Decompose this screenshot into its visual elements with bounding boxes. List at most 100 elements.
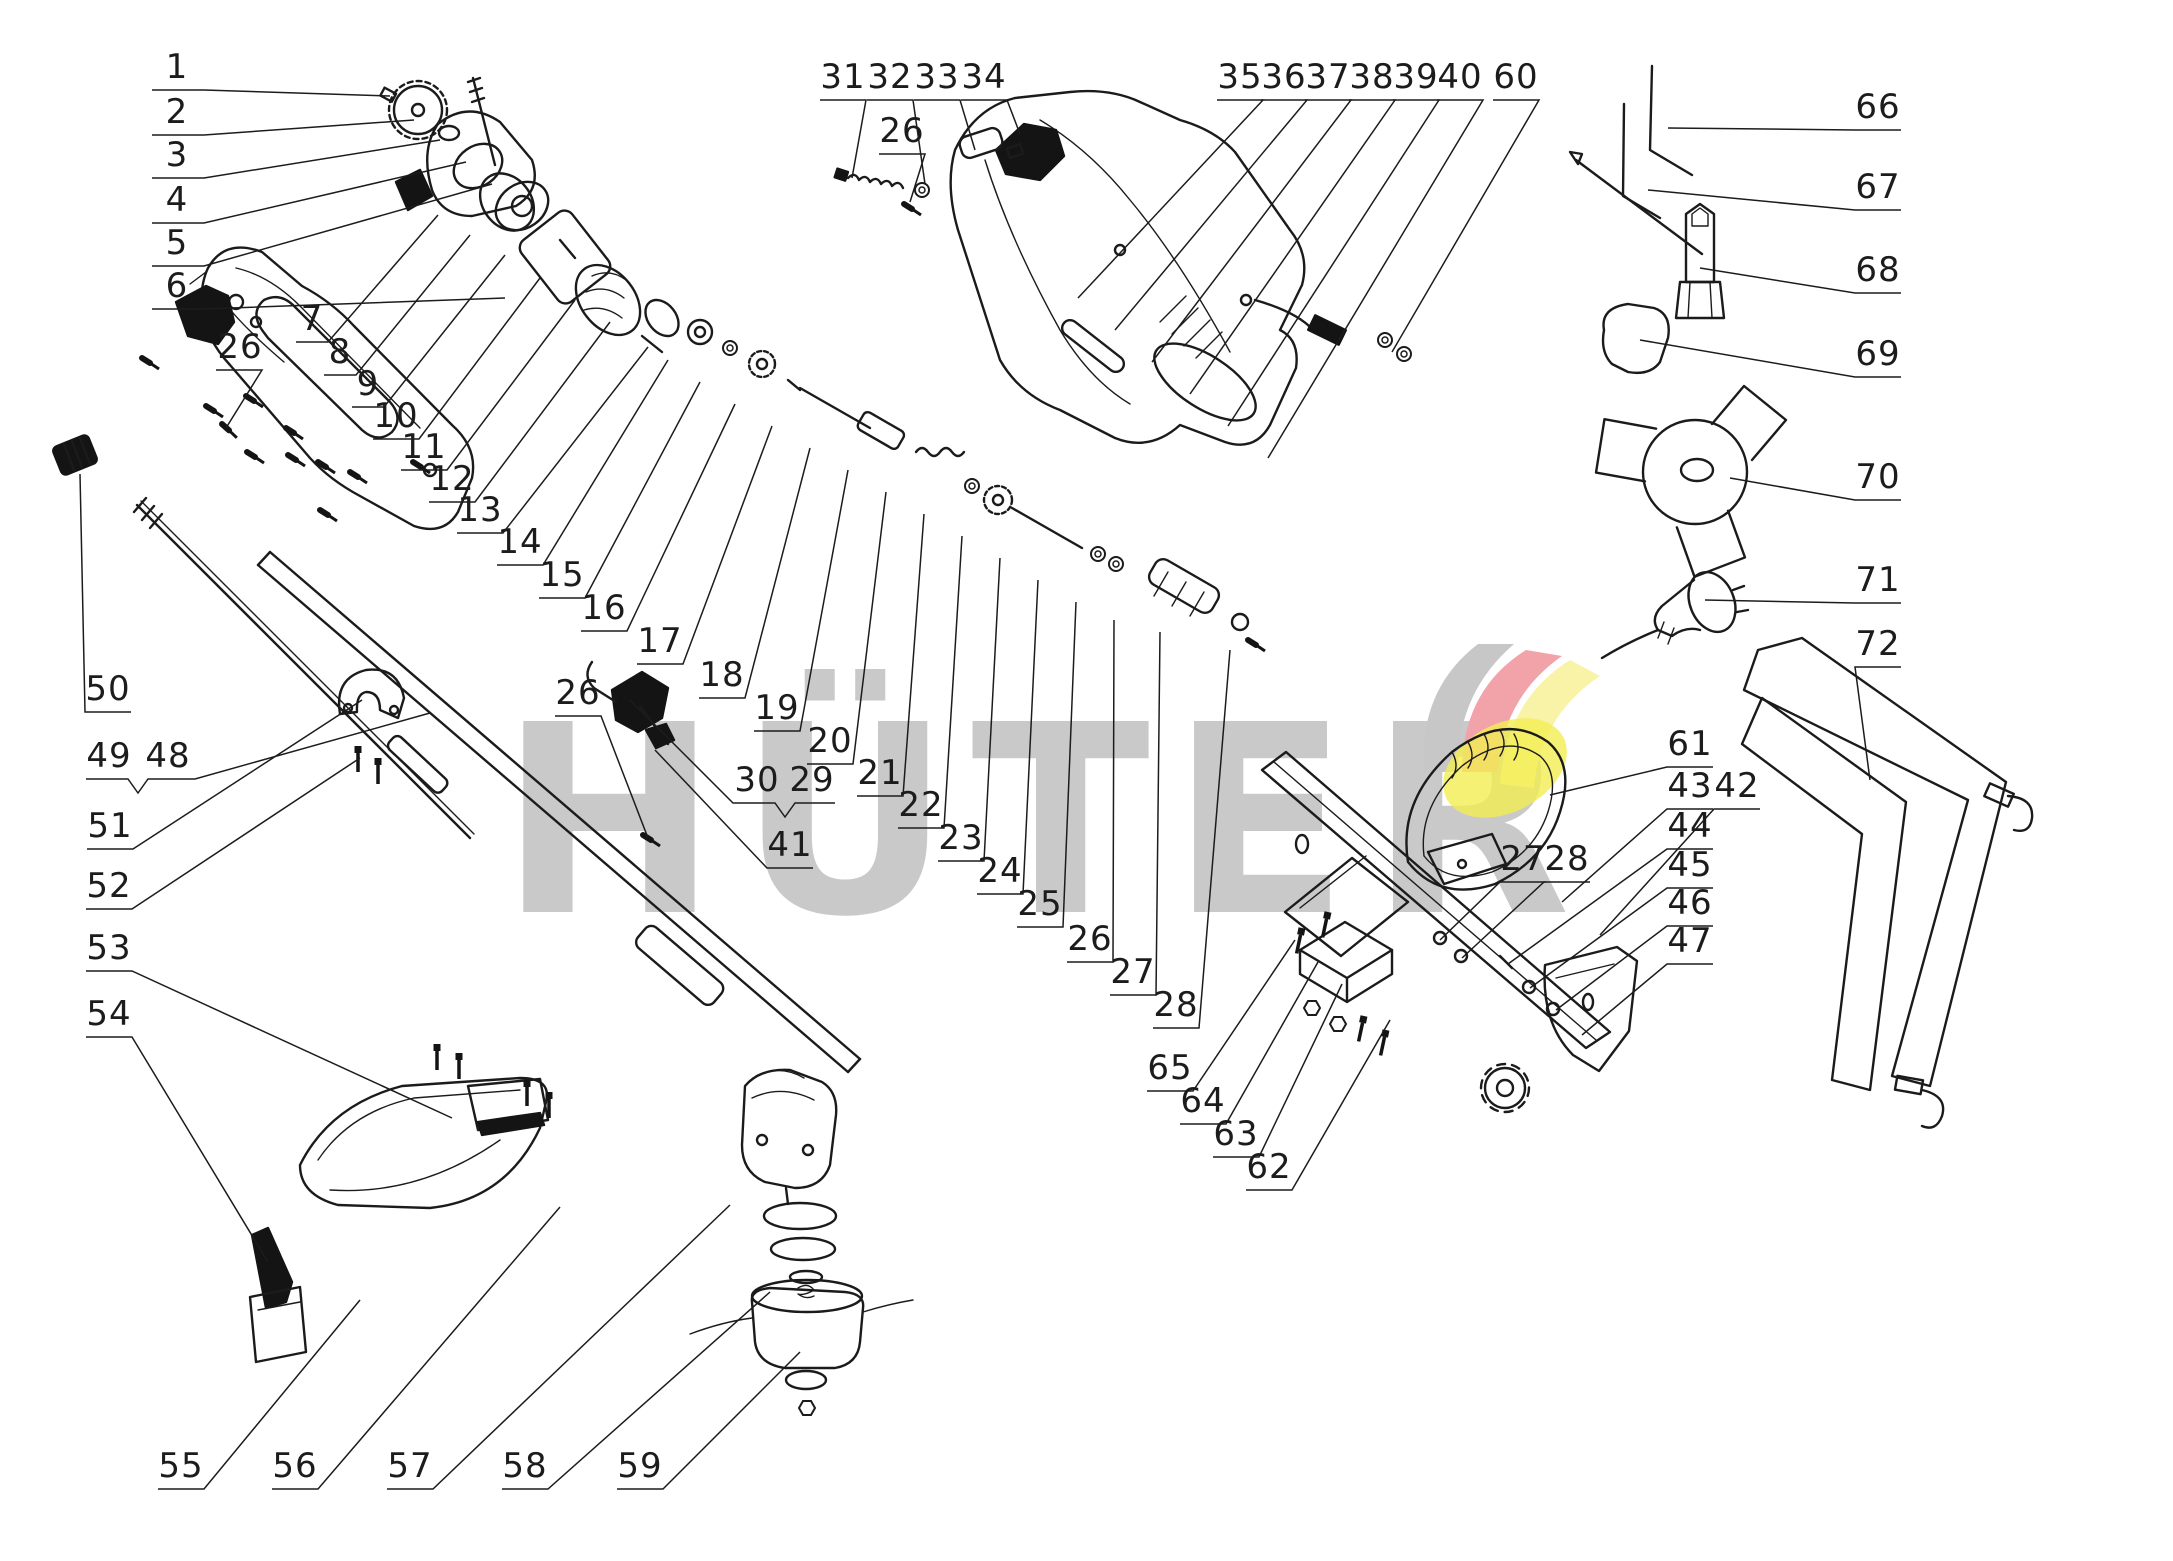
svg-text:63: 63 xyxy=(1213,1114,1258,1154)
part-label-39: 39 xyxy=(1227,57,1441,427)
svg-text:49: 49 xyxy=(86,736,131,776)
svg-text:18: 18 xyxy=(699,655,744,695)
svg-text:48: 48 xyxy=(145,736,190,776)
part-label-6: 6 xyxy=(152,266,506,310)
svg-text:3: 3 xyxy=(166,135,189,175)
part-label-27-tube: 27 xyxy=(1439,839,1546,941)
part-label-30-29: 30 29 xyxy=(629,699,835,819)
svg-text:57: 57 xyxy=(387,1446,432,1486)
svg-text:46: 46 xyxy=(1667,883,1712,923)
part-label-71: 71 xyxy=(1704,560,1901,604)
svg-text:30: 30 xyxy=(734,760,779,800)
svg-text:36: 36 xyxy=(1261,57,1306,97)
handle-bracket-knob xyxy=(1479,945,1639,1114)
part-label-57: 57 xyxy=(387,1204,731,1490)
shoulder-strap xyxy=(1740,636,2034,1129)
svg-text:21: 21 xyxy=(857,753,902,793)
part-label-24: 24 xyxy=(977,579,1039,895)
part-label-1: 1 xyxy=(152,47,391,97)
svg-text:41: 41 xyxy=(767,825,812,865)
part-label-28-tube: 28 xyxy=(1461,839,1590,959)
power-plug xyxy=(1600,570,1750,660)
svg-text:38: 38 xyxy=(1349,57,1394,97)
svg-text:26: 26 xyxy=(217,327,262,367)
svg-text:24: 24 xyxy=(977,851,1022,891)
part-label-4: 4 xyxy=(152,161,467,224)
part-label-16: 16 xyxy=(581,403,736,632)
svg-text:69: 69 xyxy=(1855,334,1900,374)
drive-shaft-tube xyxy=(132,496,862,1074)
svg-text:53: 53 xyxy=(86,928,131,968)
svg-text:15: 15 xyxy=(539,555,584,595)
part-label-45: 45 xyxy=(1529,845,1713,989)
part-label-26-shaft: 26 xyxy=(1067,619,1115,963)
part-label-66: 66 xyxy=(1667,87,1901,131)
part-label-67: 67 xyxy=(1647,167,1901,211)
svg-text:13: 13 xyxy=(457,490,502,530)
svg-text:54: 54 xyxy=(86,994,131,1034)
svg-text:7: 7 xyxy=(301,299,324,339)
svg-text:39: 39 xyxy=(1393,57,1438,97)
part-label-58: 58 xyxy=(502,1291,771,1490)
svg-text:66: 66 xyxy=(1855,87,1900,127)
svg-text:62: 62 xyxy=(1246,1147,1291,1187)
svg-text:5: 5 xyxy=(166,223,189,263)
svg-text:64: 64 xyxy=(1180,1081,1225,1121)
part-label-35: 35 xyxy=(1077,57,1265,299)
svg-text:33: 33 xyxy=(914,57,959,97)
svg-text:17: 17 xyxy=(637,621,682,661)
svg-text:50: 50 xyxy=(85,669,130,709)
svg-text:58: 58 xyxy=(502,1446,547,1486)
svg-text:20: 20 xyxy=(807,721,852,761)
part-label-27-shaft: 27 xyxy=(1110,631,1161,996)
svg-text:22: 22 xyxy=(898,785,943,825)
svg-text:71: 71 xyxy=(1855,560,1900,600)
part-label-63: 63 xyxy=(1213,983,1343,1158)
svg-text:42: 42 xyxy=(1714,766,1759,806)
svg-text:9: 9 xyxy=(357,364,380,404)
part-label-42: 42 xyxy=(1599,766,1760,936)
part-label-23: 23 xyxy=(938,557,1001,862)
svg-text:19: 19 xyxy=(754,688,799,728)
svg-text:28: 28 xyxy=(1153,985,1198,1025)
svg-text:70: 70 xyxy=(1855,457,1900,497)
tube-spacers xyxy=(1432,930,1469,964)
part-label-34: 34 xyxy=(961,57,1021,135)
svg-text:72: 72 xyxy=(1855,624,1900,664)
part-label-51: 51 xyxy=(87,699,363,850)
part-label-38: 38 xyxy=(1189,57,1397,395)
svg-text:4: 4 xyxy=(166,180,189,220)
part-label-56: 56 xyxy=(272,1206,561,1490)
svg-text:40: 40 xyxy=(1437,57,1482,97)
svg-text:60: 60 xyxy=(1493,57,1538,97)
trimmer-head-assembly xyxy=(527,1068,914,1416)
part-label-15: 15 xyxy=(539,381,701,599)
svg-text:43: 43 xyxy=(1667,766,1712,806)
svg-text:27: 27 xyxy=(1500,839,1545,879)
part-label-10: 10 xyxy=(373,277,541,440)
part-label-33: 33 xyxy=(914,57,976,151)
part-label-8: 8 xyxy=(324,234,471,376)
part-label-5: 5 xyxy=(152,183,493,267)
protective-cap xyxy=(1601,302,1670,375)
svg-text:27: 27 xyxy=(1110,952,1155,992)
svg-text:26: 26 xyxy=(1067,919,1112,959)
part-label-60: 60 xyxy=(1391,57,1541,353)
part-label-46: 46 xyxy=(1555,883,1713,1011)
svg-text:6: 6 xyxy=(166,266,189,306)
part-label-7: 7 xyxy=(296,214,439,343)
part-label-47: 47 xyxy=(1581,921,1713,1036)
svg-text:16: 16 xyxy=(581,588,626,628)
part-label-36: 36 xyxy=(1114,57,1309,331)
svg-text:1: 1 xyxy=(166,47,189,87)
svg-text:52: 52 xyxy=(86,866,131,906)
part-label-22: 22 xyxy=(898,535,963,829)
part-label-65: 65 xyxy=(1147,939,1296,1092)
socket-wrench xyxy=(1674,202,1726,320)
svg-text:44: 44 xyxy=(1667,806,1712,846)
svg-text:67: 67 xyxy=(1855,167,1900,207)
svg-text:31: 31 xyxy=(820,57,865,97)
part-label-43: 43 xyxy=(1561,766,1713,903)
part-label-12: 12 xyxy=(429,321,611,503)
